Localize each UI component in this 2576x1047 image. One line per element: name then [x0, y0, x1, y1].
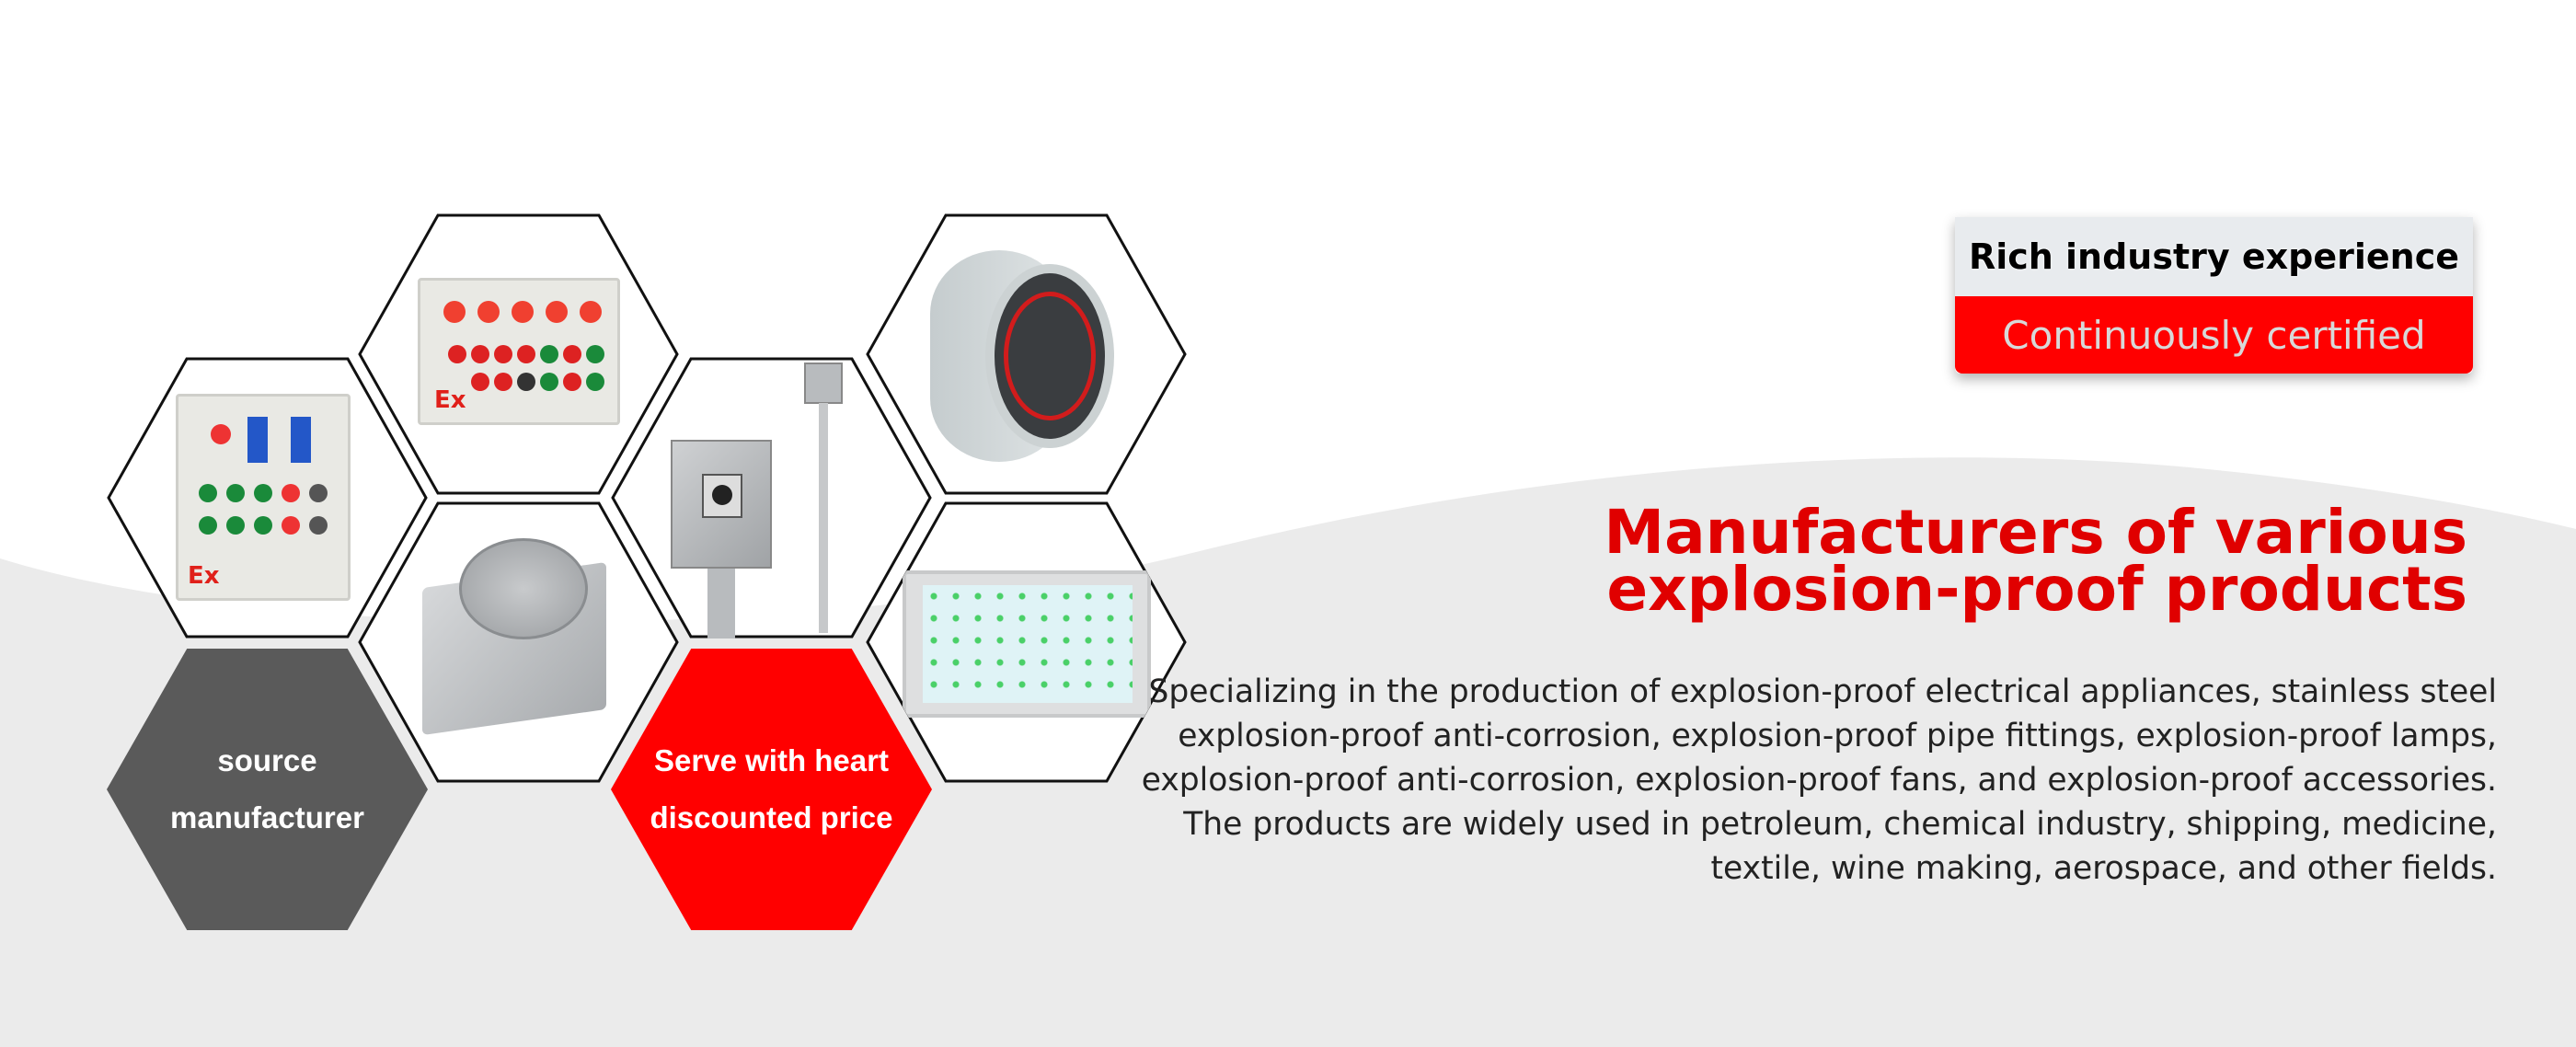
- ex-mark: Ex: [434, 386, 466, 414]
- product-hex-fan[interactable]: [866, 213, 1187, 495]
- product-hex-control-box[interactable]: Ex: [107, 357, 428, 639]
- distribution-box-image: Ex: [418, 278, 620, 425]
- product-hex-distribution-box[interactable]: Ex: [358, 213, 679, 495]
- product-hex-control-station[interactable]: [611, 357, 932, 639]
- badge-line-certified: Continuously certified: [1955, 296, 2473, 374]
- description-paragraph: Specializing in the production of explos…: [1141, 673, 2497, 887]
- control-box-image: Ex: [176, 394, 351, 601]
- led-lamp-image: [903, 570, 1151, 718]
- hex-label-line2: discounted price: [650, 800, 893, 834]
- control-station-image: [671, 440, 772, 569]
- hex-label-line2: manufacturer: [170, 800, 364, 834]
- page-title: Manufacturers of various explosion-proof…: [1604, 497, 2467, 625]
- ex-mark: Ex: [188, 562, 220, 590]
- title-line2: explosion-proof products: [1606, 554, 2467, 625]
- source-manufacturer-hex: source manufacturer: [107, 649, 428, 930]
- experience-badge: Rich industry experience Continuously ce…: [1955, 217, 2473, 374]
- hex-label-line1: Serve with heart: [654, 743, 889, 777]
- badge-line-experience: Rich industry experience: [1955, 217, 2473, 296]
- title-line1: Manufacturers of various: [1604, 497, 2467, 568]
- product-hex-stainless-box[interactable]: [358, 501, 679, 783]
- hex-label-line1: source: [217, 743, 317, 777]
- serve-with-heart-hex: Serve with heart discounted price: [611, 649, 932, 930]
- product-hex-led-lamp[interactable]: [866, 501, 1187, 783]
